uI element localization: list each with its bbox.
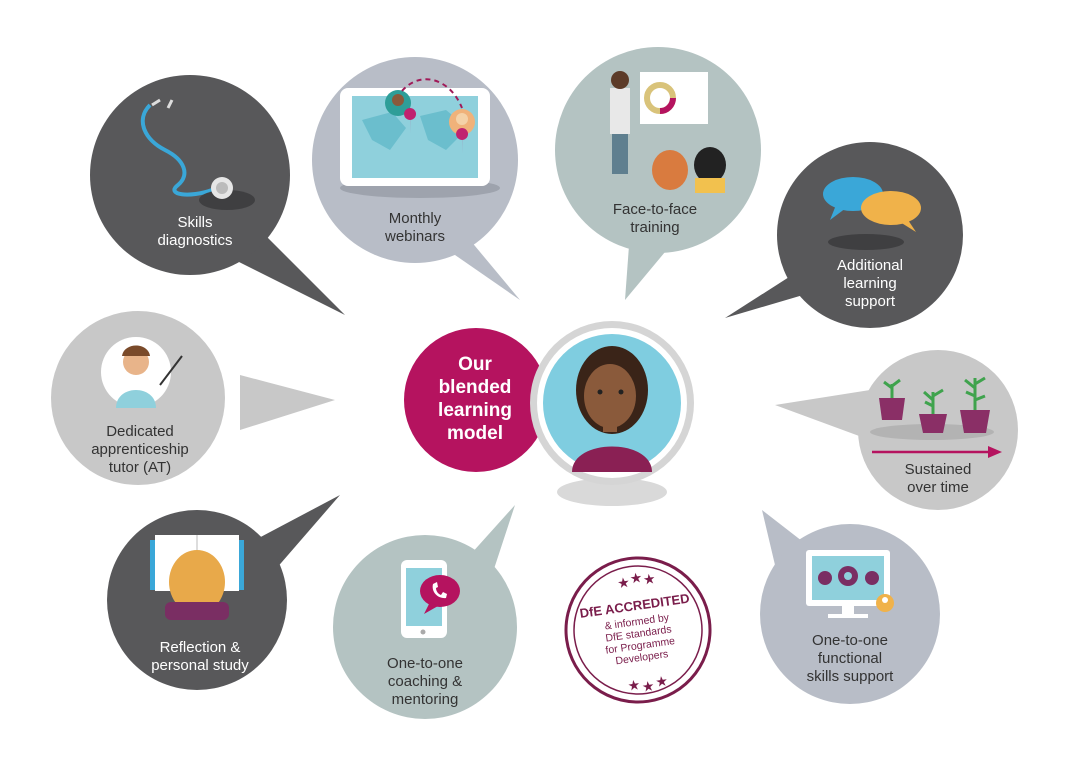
learner-avatar-icon: [572, 346, 652, 472]
svg-text:★: ★: [616, 575, 631, 593]
face-to-face-bubble: [555, 47, 761, 300]
svg-text:★: ★: [629, 570, 644, 588]
dfe-accredited-stamp: ★ ★ ★ ★ ★ ★ DfE ACCREDITED & informed by…: [564, 556, 712, 704]
coaching-label: One-to-one coaching & mentoring: [387, 655, 463, 708]
reflection-bubble: [107, 495, 340, 690]
center-title-circle: [404, 328, 548, 472]
skills-diagnostics-bubble: [90, 75, 345, 315]
center-title: Our blended learning model: [438, 354, 512, 444]
svg-text:★: ★: [642, 571, 657, 589]
sustained-bubble: [775, 350, 1018, 510]
sustained-label: Sustained over time: [904, 461, 972, 496]
reading-person-icon: [150, 535, 244, 620]
reflection-label: Reflection & personal study: [151, 639, 249, 674]
skills-diagnostics-label: Skills diagnostics: [157, 214, 233, 249]
tutor-icon: [101, 337, 183, 408]
coaching-bubble: [333, 505, 517, 719]
presenter-icon: [610, 71, 726, 193]
monthly-webinars-label: Monthly webinars: [384, 210, 446, 245]
svg-text:★: ★: [654, 673, 669, 691]
monitor-gears-icon: [806, 550, 894, 618]
tutor-label: Dedicated apprenticeship tutor (AT): [91, 423, 189, 476]
svg-text:★: ★: [627, 677, 642, 695]
face-to-face-label: Face-to-face training: [612, 201, 698, 236]
center-hub: [404, 321, 694, 506]
stethoscope-icon: [140, 98, 255, 210]
speech-bubbles-icon: [823, 177, 921, 250]
functional-skills-label: One-to-one functional skills support: [806, 632, 894, 685]
plants-icon: [870, 376, 1002, 458]
phone-icon: [401, 560, 460, 638]
functional-skills-bubble: [760, 510, 940, 704]
tutor-bubble: [51, 311, 335, 485]
svg-text:★: ★: [641, 678, 656, 696]
additional-support-label: Additional learning support: [837, 257, 903, 310]
monthly-webinars-bubble: [312, 57, 520, 300]
tablet-map-icon: [340, 78, 500, 198]
additional-support-bubble: [725, 142, 963, 328]
